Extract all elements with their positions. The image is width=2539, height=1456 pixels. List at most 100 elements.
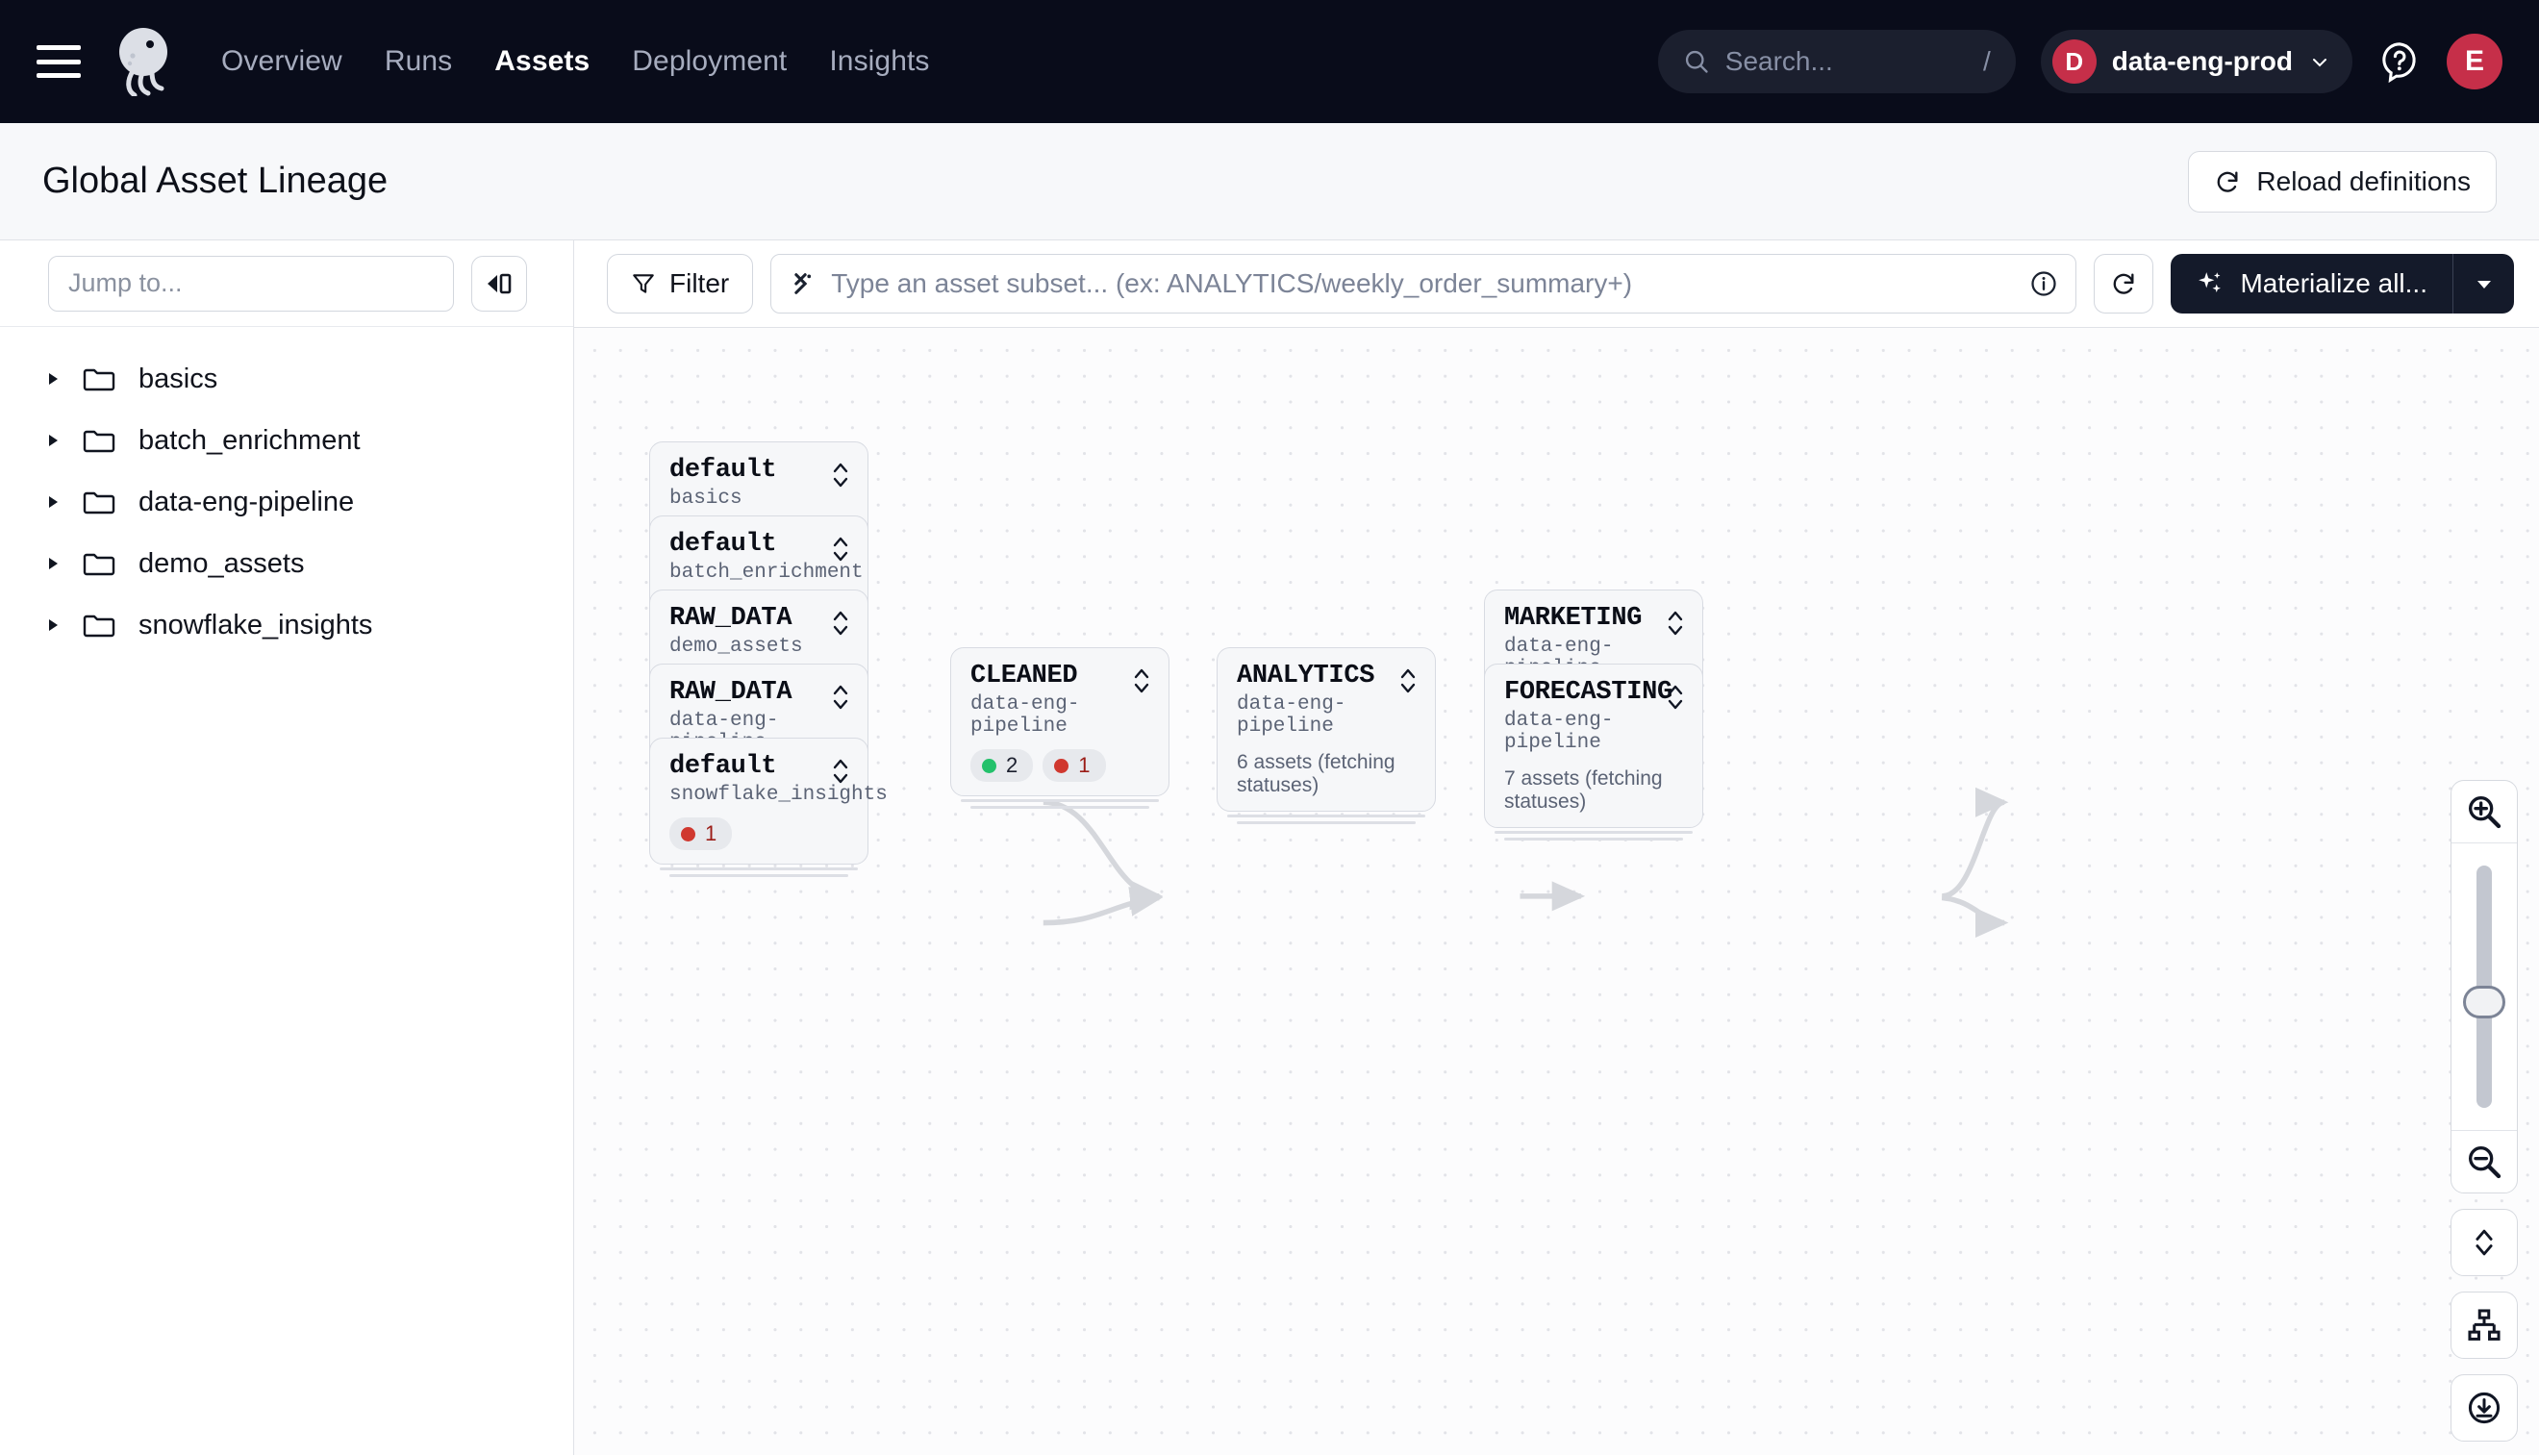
sidebar-item-snowflake-insights[interactable]: snowflake_insights <box>0 594 573 656</box>
node-stack-line <box>970 806 1149 809</box>
asset-lineage-canvas[interactable]: default basics 3 default batch_ <box>574 328 2539 1455</box>
page-title: Global Asset Lineage <box>42 161 389 201</box>
search-shortcut: / <box>1983 46 1991 76</box>
folder-icon <box>83 430 115 453</box>
status-badge: 2 <box>970 749 1034 782</box>
search-input[interactable]: Search... / <box>1657 30 2016 93</box>
zoom-slider[interactable] <box>2451 842 2517 1131</box>
page-header: Global Asset Lineage Reload definitions <box>0 123 2539 240</box>
caret-down-icon <box>2476 281 2491 289</box>
dagster-logo-icon[interactable] <box>113 27 173 98</box>
expand-collapse-stepper-icon[interactable] <box>1666 608 1685 639</box>
status-badge: 1 <box>1043 749 1106 782</box>
reload-definitions-label: Reload definitions <box>2256 165 2471 196</box>
asset-subset-placeholder: Type an asset subset... (ex: ANALYTICS/w… <box>831 268 1633 298</box>
primary-nav-links: Overview Runs Assets Deployment Insights <box>221 45 930 78</box>
chevron-right-icon[interactable] <box>46 555 60 572</box>
asset-group-node[interactable]: ANALYTICS data-eng-pipeline 6 assets (fe… <box>1217 647 1436 824</box>
asset-group-tree: basics batch_enrichment data-eng-pipelin… <box>0 327 573 656</box>
top-navigation-bar: Overview Runs Assets Deployment Insights… <box>0 0 2539 123</box>
status-count: 1 <box>1078 753 1091 777</box>
chevron-right-icon[interactable] <box>46 432 60 449</box>
expand-collapse-stepper-icon[interactable] <box>831 534 850 565</box>
folder-icon <box>83 491 115 515</box>
status-dot-success <box>982 758 996 773</box>
search-icon <box>1685 50 1708 73</box>
sidebar-item-data-eng-pipeline[interactable]: data-eng-pipeline <box>0 471 573 533</box>
node-title: default <box>669 752 777 781</box>
sidebar-item-demo-assets[interactable]: demo_assets <box>0 533 573 594</box>
sidebar-item-basics[interactable]: basics <box>0 348 573 410</box>
node-subtitle: data-eng-pipeline <box>1504 710 1614 754</box>
status-badge: 1 <box>669 817 733 850</box>
hierarchy-layout-button[interactable] <box>2451 1292 2518 1359</box>
lineage-toolbar: Filter Type an asset subset... (ex: ANAL… <box>574 240 2539 328</box>
expand-collapse-stepper-icon[interactable] <box>1666 682 1685 713</box>
expand-collapse-stepper-icon[interactable] <box>831 682 850 713</box>
sidebar-item-label: snowflake_insights <box>138 609 373 640</box>
status-count: 2 <box>1006 753 1018 777</box>
expand-collapse-stepper-icon[interactable] <box>831 460 850 490</box>
nav-link-insights[interactable]: Insights <box>829 45 930 77</box>
expand-collapse-all-button[interactable] <box>2451 1209 2518 1276</box>
node-subtitle: data-eng-pipeline <box>970 693 1080 738</box>
filter-button[interactable]: Filter <box>607 254 754 314</box>
node-stack-line <box>1504 838 1683 841</box>
nav-link-assets[interactable]: Assets <box>494 45 591 77</box>
zoom-slider-group <box>2451 780 2518 1193</box>
status-dot-failed <box>681 826 695 841</box>
zoom-out-button[interactable] <box>2451 1131 2517 1192</box>
expand-collapse-stepper-icon[interactable] <box>1398 665 1418 696</box>
collapse-sidebar-icon[interactable] <box>471 255 527 312</box>
refresh-icon <box>2114 273 2134 294</box>
folder-icon <box>83 553 115 576</box>
zoom-in-button[interactable] <box>2451 781 2517 842</box>
nav-link-overview[interactable]: Overview <box>221 45 342 77</box>
node-title: RAW_DATA <box>669 678 792 707</box>
node-stack-line <box>961 799 1159 802</box>
node-title: CLEANED <box>970 662 1078 690</box>
asset-group-node[interactable]: FORECASTING data-eng-pipeline 7 assets (… <box>1484 664 1703 841</box>
materialize-all-button[interactable]: Materialize all... <box>2171 254 2452 314</box>
hamburger-icon[interactable] <box>37 45 81 78</box>
node-fetching-status: 6 assets (fetching statuses) <box>1237 751 1395 796</box>
expand-collapse-stepper-icon[interactable] <box>831 608 850 639</box>
zoom-slider-thumb[interactable] <box>2463 986 2505 1018</box>
sidebar-item-label: batch_enrichment <box>138 424 361 456</box>
lineage-edges <box>1043 787 2009 939</box>
sidebar-item-label: data-eng-pipeline <box>138 486 355 517</box>
filter-label: Filter <box>669 268 730 298</box>
download-icon <box>2468 1392 2501 1424</box>
refresh-graph-button[interactable] <box>2094 254 2154 314</box>
node-title: ANALYTICS <box>1237 662 1375 690</box>
nav-link-runs[interactable]: Runs <box>384 45 453 77</box>
node-subtitle: demo_assets <box>669 636 803 658</box>
info-circle-icon[interactable] <box>2029 269 2058 298</box>
sidebar-item-label: demo_assets <box>138 547 305 579</box>
jump-to-input[interactable] <box>48 255 454 312</box>
search-placeholder: Search... <box>1724 46 1833 76</box>
expand-collapse-stepper-icon[interactable] <box>1132 665 1151 696</box>
asset-group-node[interactable]: CLEANED data-eng-pipeline 2 1 <box>950 647 1169 809</box>
node-stack-line <box>660 867 858 870</box>
asset-group-node[interactable]: default snowflake_insights 1 <box>649 738 888 877</box>
funnel-icon <box>633 274 654 293</box>
materialize-options-caret[interactable] <box>2452 254 2514 314</box>
deployment-name: data-eng-prod <box>2111 46 2293 76</box>
asset-subset-input[interactable]: Type an asset subset... (ex: ANALYTICS/w… <box>770 254 2077 314</box>
sidebar-item-batch-enrichment[interactable]: batch_enrichment <box>0 410 573 471</box>
reload-definitions-button[interactable]: Reload definitions <box>2188 150 2497 213</box>
node-title: default <box>669 456 777 485</box>
folder-icon <box>83 615 115 638</box>
expand-collapse-stepper-icon[interactable] <box>831 756 850 787</box>
node-subtitle: snowflake_insights <box>669 784 888 806</box>
chevron-right-icon[interactable] <box>46 370 60 388</box>
lineage-main-panel: Filter Type an asset subset... (ex: ANAL… <box>574 240 2539 1455</box>
download-graph-button[interactable] <box>2451 1374 2518 1442</box>
user-avatar[interactable]: E <box>2447 34 2502 89</box>
chevron-right-icon[interactable] <box>46 493 60 511</box>
nav-link-deployment[interactable]: Deployment <box>632 45 788 77</box>
question-mark-icon[interactable] <box>2377 39 2422 84</box>
chevron-right-icon[interactable] <box>46 616 60 634</box>
deployment-selector[interactable]: D data-eng-prod <box>2040 30 2352 93</box>
